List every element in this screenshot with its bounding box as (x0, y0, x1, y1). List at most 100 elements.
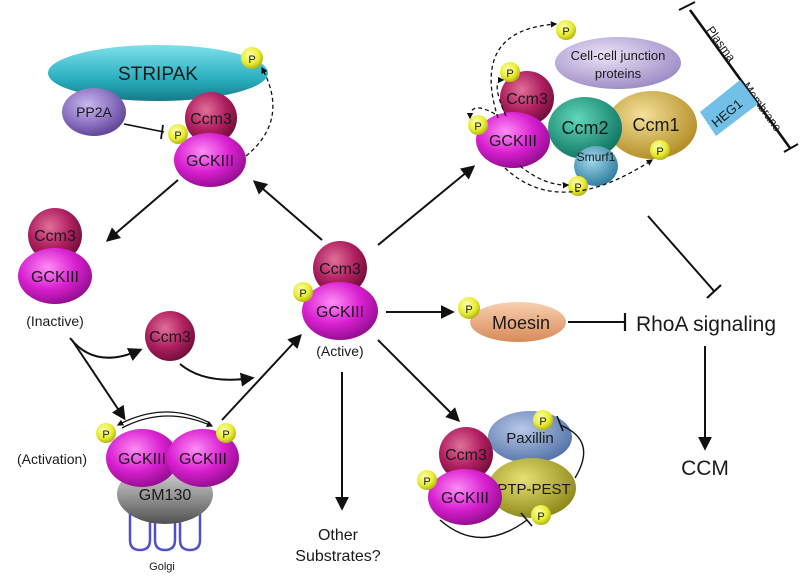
dashed-phospho-arrow (519, 165, 570, 189)
phospho-site (458, 297, 480, 319)
dashed-phospho-arrow (496, 76, 507, 117)
inactive-label: (Inactive) (26, 313, 84, 329)
inactive-complex: Ccm3 GCKIII (Inactive) (18, 208, 92, 329)
dashed-phospho-arrow (504, 159, 654, 193)
ccm3-label-active: Ccm3 (319, 261, 361, 278)
ptp-pest-shape (488, 458, 576, 518)
paxillin-label: Paxillin (506, 430, 554, 447)
edge-active-to-membrane (377, 165, 476, 246)
pp2a-shape (62, 88, 126, 136)
edge-golgi-to-active (221, 333, 302, 421)
edge-active-to-stripak (252, 180, 323, 241)
p-label: P (248, 54, 255, 66)
phospho-site (168, 124, 188, 144)
gckiii-shape-inactive (18, 248, 92, 304)
ccm3-shape-inactive (28, 208, 82, 262)
pp2a-label: PP2A (76, 104, 112, 120)
golgi-complex: Golgi GM130 GCKIII GCKIII P P (Activatio… (17, 411, 239, 573)
p-label: P (299, 288, 306, 300)
edge-inactive-to-golgi (71, 339, 126, 421)
ccm-label: CCM (681, 457, 729, 480)
p-label: P (537, 511, 544, 523)
gckiii-shape-active (302, 282, 378, 340)
ccm3-shape-stripak (185, 92, 237, 144)
phospho-site (556, 20, 576, 40)
phospho-site (568, 176, 588, 196)
gckiii-shape-membrane (476, 112, 550, 168)
edge-active-to-paxillin (377, 339, 460, 422)
phospho-site (500, 62, 520, 82)
golgi-membrane (128, 500, 202, 552)
ccm3-shape-membrane (500, 71, 554, 125)
ptp-pest-label: PTP-PEST (497, 481, 570, 498)
free-ccm3: Ccm3 (145, 311, 195, 361)
phospho-site (417, 470, 437, 490)
dashed-phospho-arrow (245, 66, 274, 157)
p-label: P (539, 416, 546, 428)
edge-inactive-to-ccm3 (69, 337, 143, 361)
other-substrates-label-2: Substrates? (295, 548, 380, 565)
ccm3-label-membrane: Ccm3 (506, 91, 548, 108)
gm130-label: GM130 (139, 487, 192, 504)
smurf1-shape (574, 146, 618, 186)
inhibition-edge (123, 123, 165, 133)
golgi-label: Golgi (149, 561, 175, 573)
ccm3-label-free: Ccm3 (149, 329, 191, 346)
inhibition-edge (559, 424, 585, 479)
stripak-complex: STRIPAK PP2A Ccm3 GCKIII P P (48, 45, 274, 187)
gckiii-label-golgi-left: GCKIII (118, 451, 166, 468)
gckiii-label-stripak: GCKIII (186, 153, 234, 170)
p-label: P (102, 429, 109, 441)
ccm3-label-paxillin: Ccm3 (445, 447, 487, 464)
p-label: P (423, 476, 430, 488)
ccm2-label: Ccm2 (561, 118, 608, 138)
smurf1-label: Smurf1 (577, 150, 616, 164)
p-label: P (174, 130, 181, 142)
gckiii-label-golgi-right: GCKIII (179, 451, 227, 468)
membrane-tick (678, 1, 696, 11)
moesin-shape (470, 302, 566, 342)
trans-phospho-arrow (121, 415, 214, 429)
stripak-label: STRIPAK (118, 64, 198, 85)
phospho-site (650, 140, 670, 160)
gckiii-label-paxillin: GCKIII (441, 490, 489, 507)
junction-label-2: proteins (595, 66, 642, 81)
dashed-phospho-arrow (466, 107, 496, 120)
plasma-membrane-line (688, 9, 792, 149)
phospho-site (96, 423, 116, 443)
ccm3-shape-paxillin (439, 427, 493, 481)
edge-stripak-to-inactive (105, 179, 179, 242)
edge-ccm3-to-active (179, 363, 255, 387)
p-label: P (574, 182, 581, 194)
p-label: P (474, 121, 481, 133)
active-complex: Ccm3 GCKIII P (Active) (293, 241, 378, 359)
trans-phospho-arrow (116, 411, 211, 426)
ccm3-shape-active (313, 241, 367, 295)
phospho-site (241, 47, 263, 69)
paxillin-complex: Paxillin PTP-PEST Ccm3 GCKIII P P P (417, 410, 585, 539)
plasma-label: Plasma (704, 24, 739, 65)
gckiii-label-active: GCKIII (316, 304, 364, 321)
gckiii-shape-paxillin (428, 469, 502, 525)
inhibition-edge (439, 519, 528, 539)
moesin-node: Moesin P (458, 297, 566, 342)
inhibition-bar (706, 284, 722, 299)
inhibition-bar (556, 415, 564, 432)
gckiii-shape-stripak (174, 133, 246, 187)
inhibition-bar (520, 512, 533, 527)
ccm3-label-inactive: Ccm3 (34, 228, 76, 245)
junction-proteins-shape (555, 37, 681, 89)
membrane-tick (783, 143, 799, 153)
p-label: P (506, 68, 513, 80)
inhibition-membrane-to-rhoa (647, 215, 715, 292)
inhibition-bar (160, 124, 164, 140)
gckiii-shape-golgi-right (167, 429, 239, 487)
pathway-edges (69, 165, 722, 511)
membrane-complex: Plasma Membrane HEG1 Cell-cell junction … (466, 1, 799, 196)
gckiii-label-inactive: GCKIII (31, 269, 79, 286)
p-label: P (222, 429, 229, 441)
p-label: P (465, 304, 472, 316)
ccm3-shape-free (145, 311, 195, 361)
